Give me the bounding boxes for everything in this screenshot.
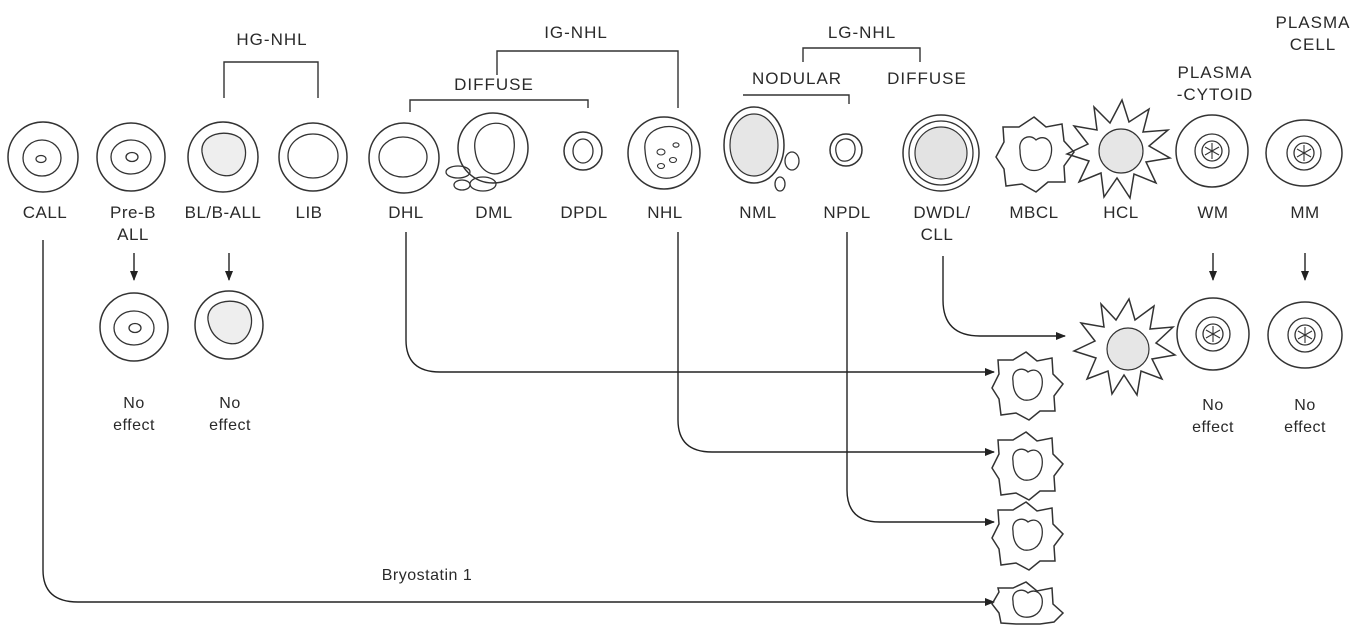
label-wm: WM [1197, 203, 1228, 222]
cell-lib [278, 122, 348, 192]
label-bl-b-all: BL/B-ALL [185, 203, 262, 222]
cell-wm-after [1176, 297, 1250, 371]
mbcl-result-dhl [991, 351, 1064, 421]
hg-nhl-group: HG-NHL [223, 30, 319, 98]
ig-nhl-label: IG-NHL [544, 23, 608, 42]
diffuse-ig-label: DIFFUSE [454, 75, 534, 94]
label-dml: DML [475, 203, 512, 222]
cell-mm [1265, 119, 1343, 187]
diffuse-lg-label: DIFFUSE [887, 69, 967, 88]
plasma-cell-label-line2: CELL [1290, 35, 1337, 54]
cell-pre-b-all [96, 122, 166, 192]
label-mm: MM [1290, 203, 1319, 222]
cell-bl-b-all-after [194, 290, 264, 360]
cell-bl-b-all [187, 121, 259, 193]
label-mbcl: MBCL [1009, 203, 1058, 222]
label-lib: LIB [295, 203, 322, 222]
no-effect-bl-line1: No [219, 395, 240, 412]
label-hcl: HCL [1103, 203, 1139, 222]
cell-dpdl [563, 131, 603, 171]
no-effect-wm-line2: effect [1192, 419, 1234, 436]
no-effect-preb-line2: effect [113, 417, 155, 434]
plasmacytoid-label-line1: PLASMA [1178, 63, 1253, 82]
label-dwdl-line1: DWDL/ [913, 203, 970, 222]
plasmacytoid-label-line2: -CYTOID [1177, 85, 1254, 104]
plasma-cell-label-line1: PLASMA [1276, 13, 1351, 32]
no-effect-bl-line2: effect [209, 417, 251, 434]
cell-hcl [1064, 98, 1173, 201]
cell-call [7, 121, 79, 193]
ig-nhl-group: IG-NHL [496, 23, 679, 108]
cell-mm-after [1267, 301, 1343, 369]
label-pre-b-line2: ALL [117, 225, 149, 244]
lg-nhl-group: LG-NHL [802, 23, 921, 62]
label-npdl: NPDL [823, 203, 870, 222]
label-dpdl: DPDL [560, 203, 607, 222]
cell-dhl [368, 122, 440, 194]
cell-labels: CALL Pre-B ALL BL/B-ALL LIB DHL DML DPDL… [23, 203, 1319, 244]
cell-pre-b-all-after [99, 292, 169, 362]
cell-nhl [627, 116, 701, 190]
no-effect-mm-line2: effect [1284, 419, 1326, 436]
label-call: CALL [23, 203, 68, 222]
cell-npdl [829, 133, 863, 167]
cell-hcl-after [1071, 297, 1178, 398]
transformation-arrows [42, 232, 1066, 606]
no-effect-labels: No effect No effect No effect No effect [113, 395, 1326, 436]
mbcl-result-call [991, 581, 1065, 625]
label-pre-b-line1: Pre-B [110, 203, 156, 222]
cell-nml [723, 106, 800, 192]
label-dwdl-line2: CLL [921, 225, 954, 244]
cell-mbcl [995, 116, 1075, 193]
hg-nhl-label: HG-NHL [236, 30, 307, 49]
label-nhl: NHL [647, 203, 683, 222]
bryostatin-label: Bryostatin 1 [382, 567, 472, 584]
plasma-cell-header: PLASMA CELL [1276, 13, 1351, 54]
no-effect-wm-line1: No [1202, 397, 1223, 414]
plasmacytoid-header: PLASMA -CYTOID [1177, 63, 1254, 104]
mbcl-result-npdl [991, 501, 1064, 571]
cell-wm [1175, 114, 1249, 188]
lg-nhl-label: LG-NHL [828, 23, 896, 42]
cell-dwdl-cll [902, 114, 980, 192]
nodular-label: NODULAR [752, 69, 842, 88]
diffuse-ig-group: DIFFUSE [409, 75, 589, 112]
nodular-group: NODULAR [743, 69, 850, 104]
mbcl-result-nhl [991, 431, 1064, 501]
down-arrows [130, 253, 1309, 281]
no-effect-preb-line1: No [123, 395, 144, 412]
cell-dml [445, 112, 529, 192]
label-dhl: DHL [388, 203, 424, 222]
no-effect-mm-line1: No [1294, 397, 1315, 414]
label-nml: NML [739, 203, 776, 222]
